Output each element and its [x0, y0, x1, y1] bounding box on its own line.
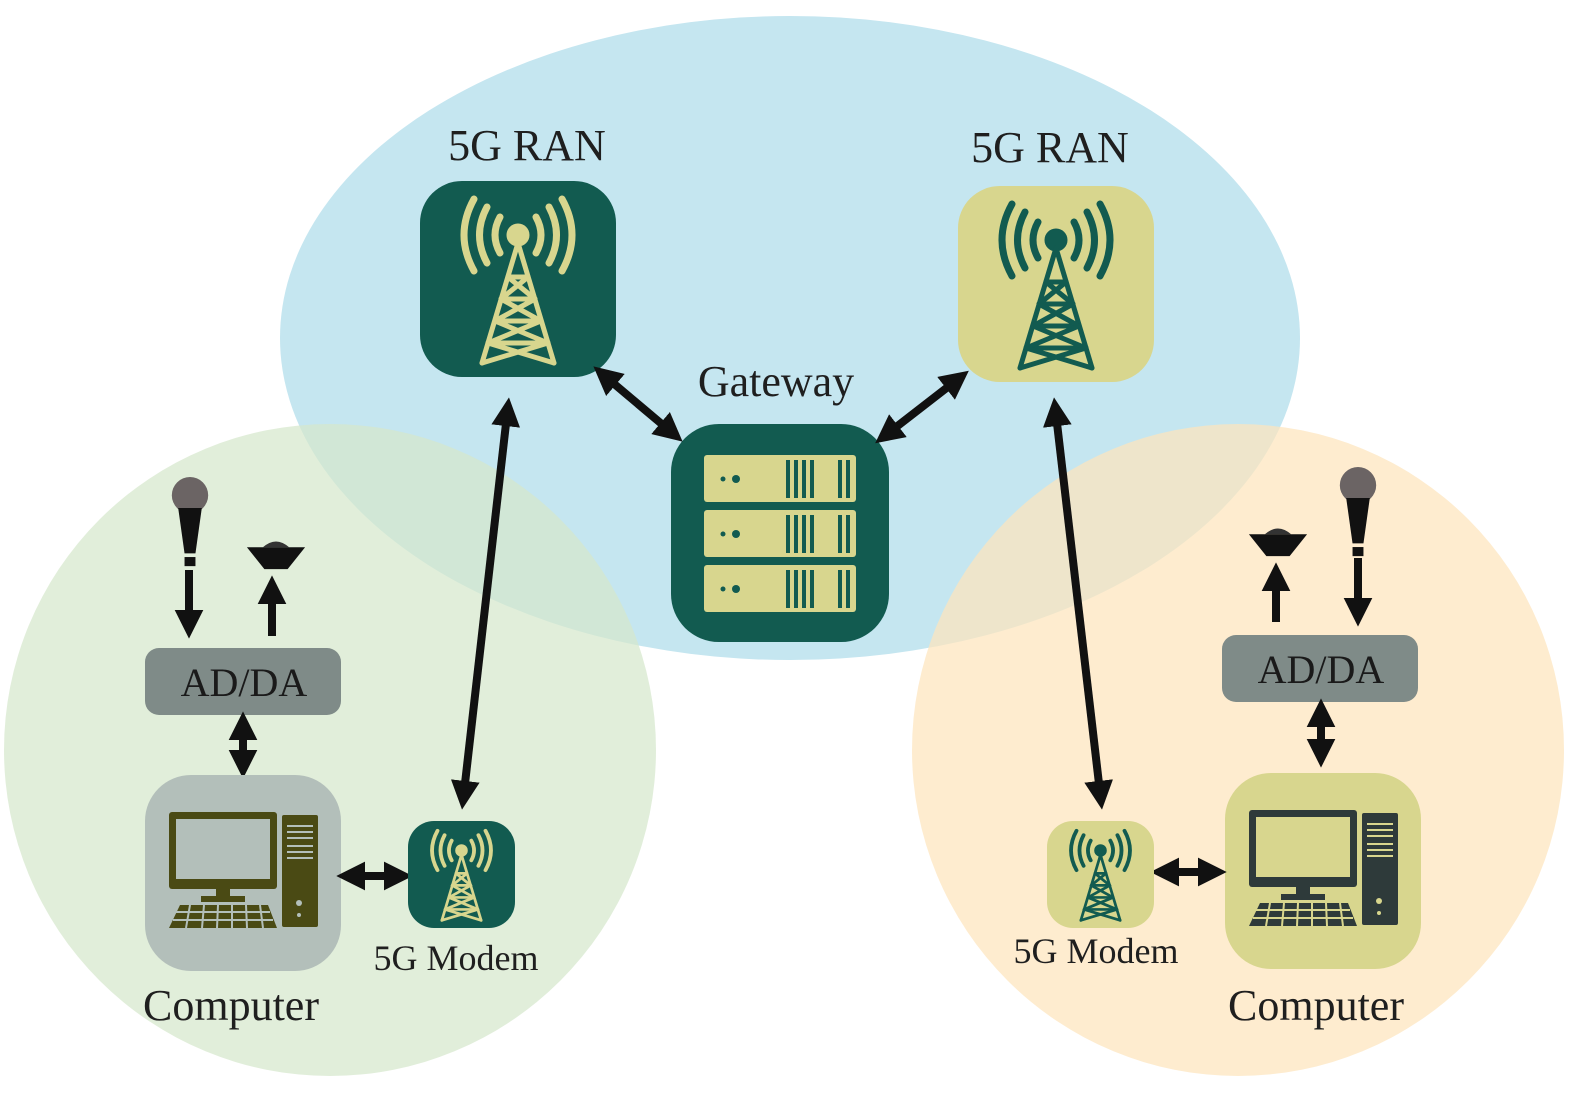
- adda-box-right: [1222, 635, 1418, 702]
- computer-left-label: Computer: [143, 981, 319, 1030]
- modem-right: [1047, 821, 1154, 928]
- ran-left-modem-left-link: [450, 397, 521, 810]
- ran-right-modem-right-link: [1043, 397, 1113, 810]
- ran-right-gateway-link: [875, 370, 969, 444]
- gateway-server: [671, 424, 889, 642]
- modem-left-label: 5G Modem: [374, 938, 539, 978]
- modem-left: [408, 821, 515, 928]
- ran-left-label: 5G RAN: [448, 121, 606, 170]
- computer-right: [1225, 773, 1421, 969]
- adda-box-left: [145, 648, 341, 715]
- ran-right: [958, 186, 1154, 382]
- desktop-computer-icon: [169, 812, 318, 929]
- left-user-zone: [4, 424, 656, 1076]
- modem-right-label: 5G Modem: [1014, 931, 1179, 971]
- computer-left: [145, 775, 341, 971]
- server-rack-icon: [704, 455, 856, 612]
- gateway-label: Gateway: [698, 357, 854, 406]
- ran-left: [420, 181, 616, 377]
- adda-left-label: AD/DA: [181, 660, 308, 705]
- right-user-zone: [912, 424, 1564, 1076]
- ran-left-gateway-link: [593, 366, 683, 442]
- adda-right-label: AD/DA: [1258, 647, 1385, 692]
- computer-right-label: Computer: [1228, 981, 1404, 1030]
- desktop-computer-icon: [1249, 810, 1398, 927]
- ran-right-label: 5G RAN: [971, 123, 1129, 172]
